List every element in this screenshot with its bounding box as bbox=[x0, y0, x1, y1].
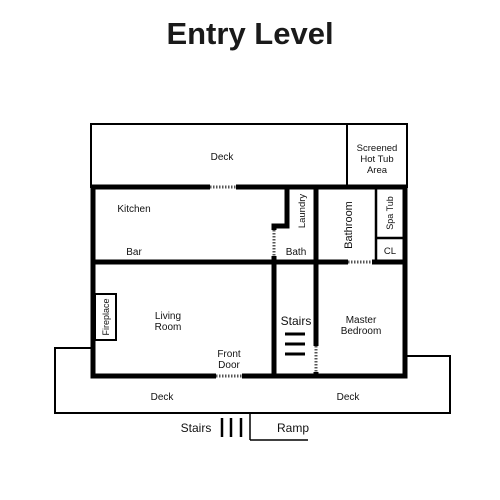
deck-bottom-outline bbox=[54, 347, 451, 414]
fireplace-box bbox=[94, 293, 117, 341]
label-deck-top: Deck bbox=[211, 152, 235, 163]
page-title: Entry Level bbox=[166, 16, 334, 51]
label-laundry: Laundry bbox=[297, 194, 308, 229]
ramp-marker bbox=[249, 413, 308, 441]
spa-closet-walls bbox=[374, 187, 405, 262]
label-front-door-1: Front bbox=[217, 349, 241, 360]
label-deck-left: Deck bbox=[151, 392, 175, 403]
label-living-2: Room bbox=[155, 322, 182, 333]
label-stairs-outer: Stairs bbox=[181, 421, 212, 435]
walls bbox=[90, 184, 408, 379]
label-deck-right: Deck bbox=[337, 392, 361, 403]
label-bar: Bar bbox=[126, 247, 142, 258]
label-master-1: Master bbox=[346, 315, 377, 326]
label-bathroom: Bathroom bbox=[343, 201, 355, 249]
outer-stairs-icon bbox=[220, 418, 243, 437]
label-hot-tub-2: Hot Tub bbox=[360, 154, 393, 165]
label-hot-tub-1: Screened bbox=[357, 143, 398, 154]
label-master-2: Bedroom bbox=[341, 326, 382, 337]
label-bath: Bath bbox=[286, 247, 307, 258]
label-spa-tub: Spa Tub bbox=[385, 196, 395, 230]
label-front-door-2: Door bbox=[218, 360, 240, 371]
door-markers bbox=[210, 185, 372, 378]
stairs-inner-icon bbox=[285, 332, 305, 356]
label-fireplace: Fireplace bbox=[101, 298, 111, 335]
label-stairs-inner: Stairs bbox=[281, 314, 312, 328]
label-kitchen: Kitchen bbox=[117, 204, 150, 215]
label-closet: CL bbox=[384, 246, 396, 257]
label-hot-tub-3: Area bbox=[367, 165, 388, 176]
label-living-1: Living bbox=[155, 311, 181, 322]
label-ramp: Ramp bbox=[277, 421, 309, 435]
